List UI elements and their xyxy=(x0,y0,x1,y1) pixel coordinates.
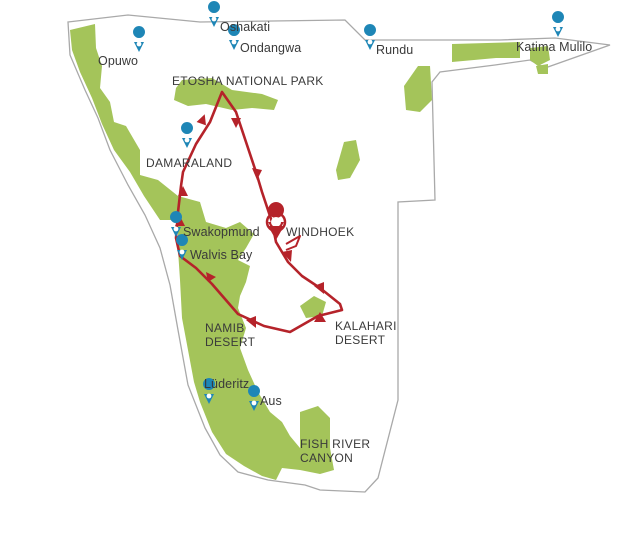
route-start-pin-icon xyxy=(265,202,287,242)
location-pin-icon xyxy=(133,26,146,52)
region-label-kalahari-line2: DESERT xyxy=(335,333,386,347)
arrow-icon xyxy=(206,272,216,282)
arrow-icon xyxy=(231,118,241,128)
namibia-border xyxy=(67,14,611,493)
region-label-kalahari-line1: KALAHARI xyxy=(335,319,397,333)
location-pin-icon xyxy=(248,385,261,411)
kalahari-reserve xyxy=(300,296,326,318)
region-label-namib-line1: NAMIB xyxy=(205,321,245,335)
caprivi-east-park xyxy=(530,46,550,66)
windhoek-loop xyxy=(285,235,301,251)
town-label-rundu: Rundu xyxy=(376,43,414,57)
location-pin-icon xyxy=(176,234,189,260)
namib-naukluft-park xyxy=(178,196,334,480)
region-label-damaraland: DAMARALAND xyxy=(146,156,233,170)
town-label-luderitz: Lüderitz xyxy=(204,377,250,391)
skeleton-coast-park xyxy=(70,24,178,220)
etosha-park xyxy=(174,78,278,110)
caprivi-tip-park xyxy=(536,64,548,74)
town-label-aus: Aus xyxy=(260,394,282,408)
region-label-namib-line2: DESERT xyxy=(205,335,256,349)
location-pin-icon xyxy=(208,1,221,27)
region-label-etosha: ETOSHA NATIONAL PARK xyxy=(172,74,324,88)
location-pin-icon xyxy=(181,122,194,148)
arrow-icon xyxy=(178,186,188,196)
arrow-icon xyxy=(196,114,206,126)
location-pin-icon xyxy=(170,211,183,237)
tour-route-line xyxy=(174,90,344,334)
town-label-opuwo: Opuwo xyxy=(98,54,139,68)
town-label-ondangwa: Ondangwa xyxy=(240,41,302,55)
town-label-walvis-bay: Walvis Bay xyxy=(190,248,253,262)
arrow-icon xyxy=(246,316,256,328)
location-pin-icon xyxy=(364,24,377,50)
region-label-fish-river-line1: FISH RIVER xyxy=(300,437,371,451)
arrow-icon xyxy=(282,250,292,262)
arrow-icon xyxy=(252,168,262,180)
location-pin-icon xyxy=(228,24,241,50)
khaudum-park xyxy=(404,66,432,112)
arrow-icon xyxy=(314,282,324,294)
waterberg-park xyxy=(336,140,360,180)
town-label-swakopmund: Swakopmund xyxy=(183,225,260,239)
region-label-fish-river-line2: CANYON xyxy=(300,451,354,465)
town-label-katima-mulilo: Katima Mulilo xyxy=(516,40,593,54)
caprivi-park xyxy=(452,42,520,62)
arrow-icon xyxy=(314,312,326,322)
location-pin-icon xyxy=(203,378,216,404)
region-label-windhoek: WINDHOEK xyxy=(286,225,355,239)
town-label-oshakati: Oshakati xyxy=(220,20,271,34)
location-pin-icon xyxy=(552,11,565,37)
